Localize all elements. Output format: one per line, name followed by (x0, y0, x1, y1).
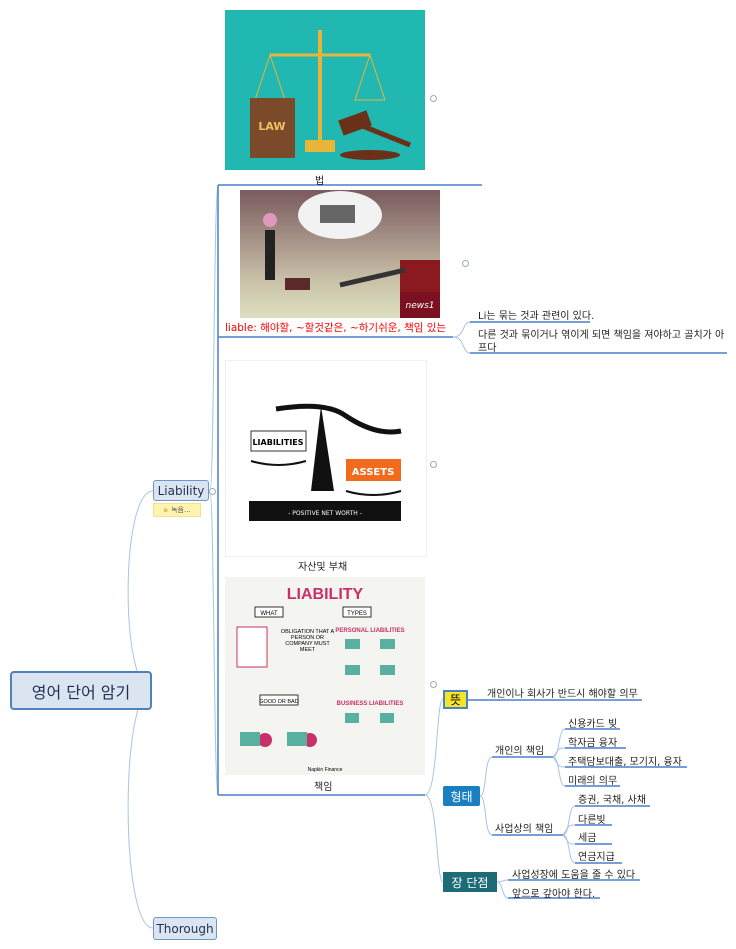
meaning-text[interactable]: 개인이나 회사가 반드시 해야할 의무 (487, 689, 638, 700)
note-item[interactable]: Li는 묶는 것과 관련이 있다. (478, 311, 595, 322)
image-caption: 자산및 부채 (298, 562, 348, 573)
image-caption: 법 (315, 176, 325, 187)
infographic-title: LIABILITY (287, 586, 364, 603)
note-icon: ▪ (163, 506, 169, 514)
branch-thorough[interactable]: Thorough (153, 917, 217, 940)
obligation-text: OBLIGATION THAT A PERSON OR COMPANY MUST… (280, 629, 335, 653)
liability-infographic-image: LIABILITY WHAT TYPES OBLIGATION THAT A P… (225, 577, 425, 775)
list-item[interactable]: 연금지급 (578, 852, 615, 863)
business-liability-node[interactable]: 사업상의 책임 (495, 824, 554, 835)
list-item[interactable]: 다른빚 (578, 815, 606, 826)
liable-cartoon-image: news1 (240, 190, 440, 318)
audio-note[interactable]: ▪녹음... (153, 503, 201, 517)
assets-liabilities-image: LIABILITIES ASSETS - POSITIVE NET WORTH … (225, 360, 427, 557)
list-item[interactable]: 세금 (578, 833, 597, 844)
net-worth-banner: - POSITIVE NET WORTH - (288, 510, 362, 517)
pros-cons-node[interactable]: 장 단점 (443, 872, 497, 892)
assets-label: ASSETS (352, 467, 395, 478)
collapse-toggle[interactable] (462, 260, 469, 267)
types-label: TYPES (347, 611, 367, 617)
collapse-toggle[interactable] (430, 95, 437, 102)
note-item[interactable]: 다른 것과 묶이거나 엮이게 되면 책임을 져야하고 골치가 아 (478, 330, 725, 341)
law-image: LAW (225, 10, 425, 170)
liable-caption: liable: 해야할, ~할것같은, ~하기쉬운, 책임 있는 (225, 322, 447, 334)
collapse-toggle[interactable] (430, 681, 437, 688)
news-logo: news1 (405, 301, 434, 311)
list-item[interactable]: 증권, 국채, 사채 (578, 795, 646, 806)
source-label: Napkin Finance (308, 767, 343, 773)
list-item[interactable]: 사업성장에 도움을 줄 수 있다 (512, 870, 636, 881)
forms-node[interactable]: 형태 (443, 786, 480, 806)
law-book-text: LAW (258, 120, 285, 133)
business-label: BUSINESS LIABILITIES (337, 701, 404, 707)
meaning-node[interactable]: 뜻 (443, 690, 468, 709)
list-item[interactable]: 앞으로 갚아야 한다. (512, 889, 596, 900)
good-bad-label: GOOD OR BAD (259, 699, 298, 705)
personal-liability-node[interactable]: 개인의 책임 (495, 746, 545, 757)
list-item[interactable]: 주택담보대출, 모기지, 융자 (568, 757, 682, 768)
collapse-toggle[interactable] (430, 461, 437, 468)
personal-label: PERSONAL LIABILITIES (335, 628, 404, 634)
list-item[interactable]: 미래의 의무 (568, 776, 618, 787)
image-caption: 책임 (314, 782, 333, 793)
list-item[interactable]: 학자금 융자 (568, 738, 618, 749)
liabilities-label: LIABILITIES (252, 438, 303, 447)
list-item[interactable]: 신용카드 빚 (568, 719, 618, 730)
note-item-cont: 프다 (478, 343, 497, 354)
collapse-toggle[interactable] (209, 488, 216, 495)
root-node[interactable]: 영어 단어 암기 (10, 671, 152, 710)
branch-liability[interactable]: Liability (153, 480, 209, 501)
what-label: WHAT (260, 611, 278, 617)
